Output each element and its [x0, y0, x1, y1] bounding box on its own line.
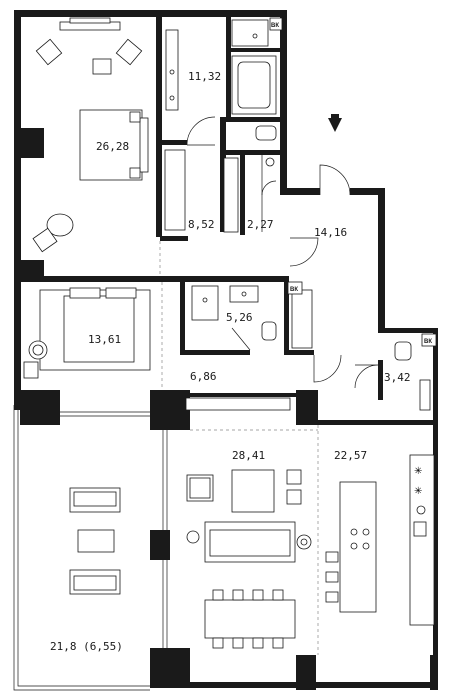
shaft-top: ВК — [269, 17, 283, 31]
terrace-furniture — [69, 487, 121, 595]
zone-separators — [159, 241, 319, 655]
wardrobes — [164, 149, 313, 411]
svg-text:✳: ✳ — [414, 466, 422, 477]
shaft-right-label: ВК — [424, 339, 432, 345]
room-area-kitchen: 22,57 — [334, 449, 367, 462]
room-area-corridor: 6,86 — [190, 370, 217, 383]
svg-text:✳: ✳ — [414, 486, 422, 497]
entrance-marker-icon — [328, 114, 342, 132]
room-area-master-bath: 11,32 — [188, 70, 221, 83]
room-area-wc-hall: 2,27 — [247, 218, 274, 231]
room-area-bathroom-2: 5,26 — [226, 311, 253, 324]
living-room-furniture — [186, 469, 312, 649]
shaft-right: ВК — [421, 333, 437, 347]
room-area-bedroom-2: 13,61 — [88, 333, 121, 346]
room-area-master-wardrobe: 8,52 — [188, 218, 215, 231]
doors — [186, 116, 379, 389]
room-labels: 26,28 11,32 8,52 2,27 14,16 13,61 5,26 6… — [50, 70, 411, 653]
master-bath-fixtures — [165, 19, 277, 141]
walls — [14, 10, 438, 690]
master-bedroom-furniture — [32, 17, 149, 253]
room-area-terrace: 21,8 (6,55) — [50, 640, 123, 653]
shaft-mid-label: ВК — [290, 287, 298, 293]
shaft-top-label: ВК — [271, 23, 279, 29]
room-area-entrance-hall: 14,16 — [314, 226, 347, 239]
wc-hall-fixtures — [261, 155, 277, 232]
shaft-mid: ВК — [287, 281, 303, 295]
terrace-outline — [13, 405, 168, 691]
kitchen-furniture: ✳ ✳ — [325, 454, 435, 626]
bathroom-2-fixtures — [191, 285, 277, 341]
room-area-guest-wc: 3,42 — [384, 371, 411, 384]
room-area-living: 28,41 — [232, 449, 265, 462]
bedroom-2-furniture — [23, 287, 151, 379]
guest-wc-fixtures — [394, 341, 431, 411]
room-area-master-bedroom: 26,28 — [96, 140, 129, 153]
